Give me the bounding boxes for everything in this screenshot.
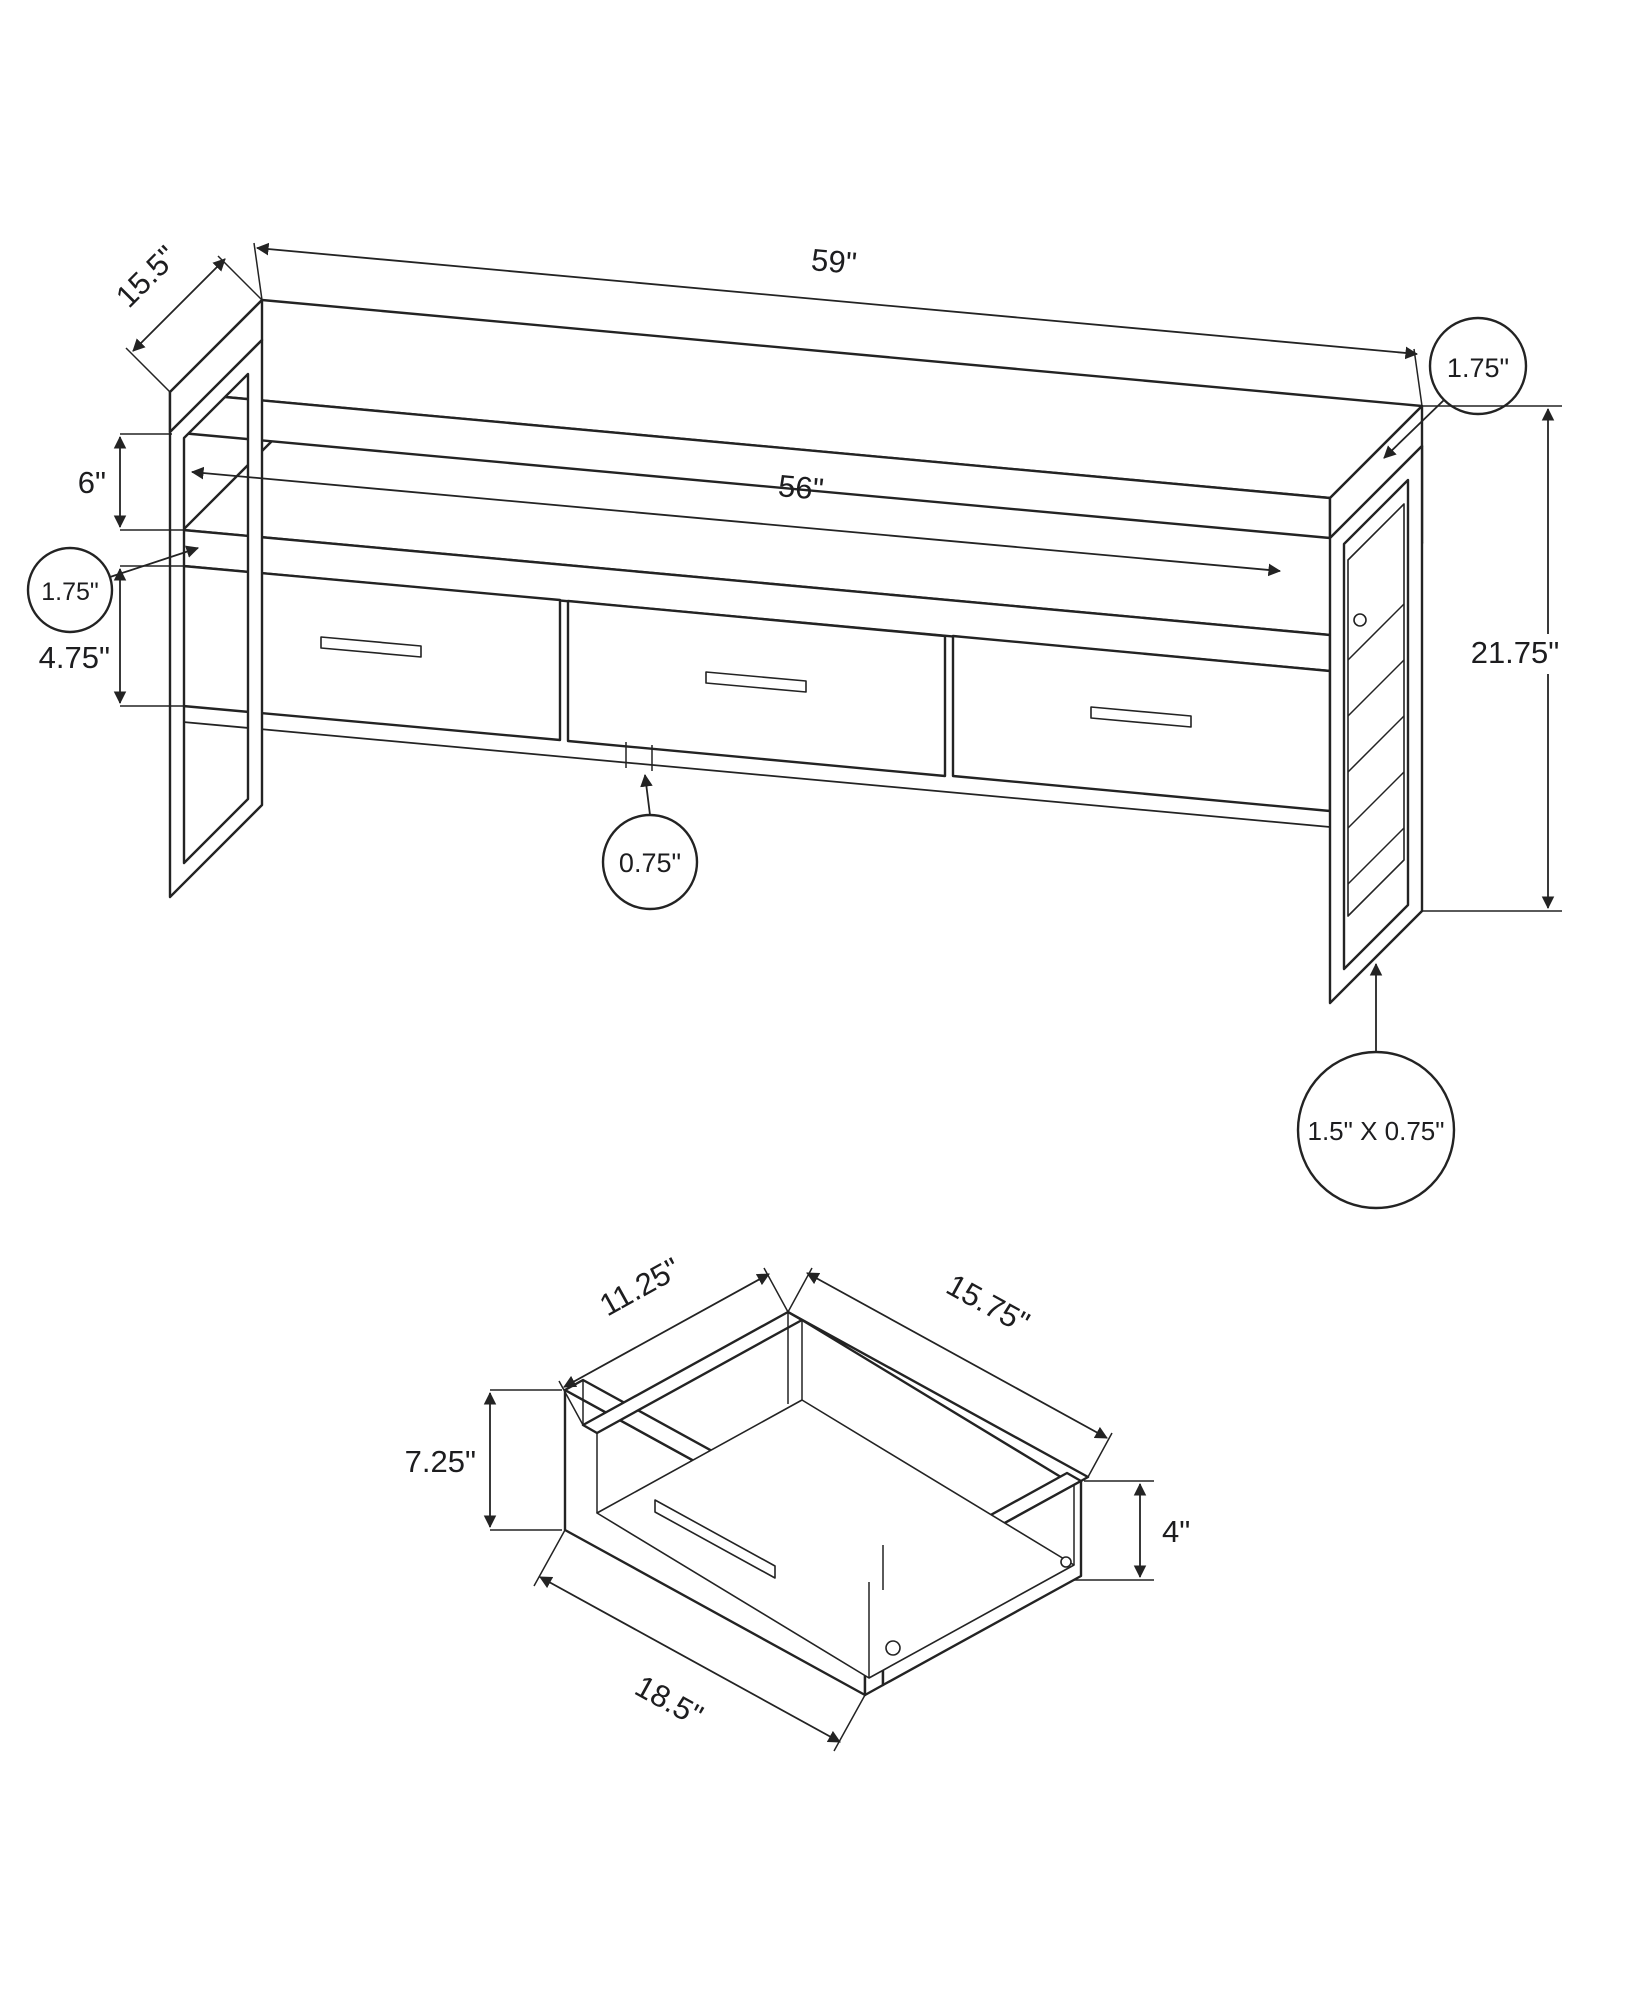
- drawer-inner-width-label: 15.75": [941, 1267, 1035, 1340]
- drawer-front-2: [566, 599, 947, 778]
- dim-open-shelf-height: 6": [78, 433, 184, 531]
- dim-leg-profile: 1.5" X 0.75": [1296, 962, 1456, 1210]
- drawer-detail-diagram: 11.25" 15.75" 7.25" 4" 18.5": [405, 1251, 1190, 1752]
- right-end-panel: [1347, 503, 1405, 917]
- open-shelf-height-label: 6": [78, 465, 106, 500]
- dim-drawer-back-height: 4": [1073, 1480, 1190, 1581]
- shelf-thickness-callout: [26, 546, 114, 634]
- width-label: 59": [810, 242, 858, 281]
- leg-profile-label: 1.5" X 0.75": [1308, 1116, 1445, 1146]
- dim-drawer-face-height: 4.75": [39, 565, 184, 707]
- right-end-slats: [1347, 603, 1405, 885]
- drawer-cam-lock-front: [885, 1640, 901, 1656]
- dim-shelf-thickness: 1.75": [26, 545, 199, 634]
- overall-height-label: 21.75": [1471, 635, 1560, 670]
- top-thickness-callout: [1428, 316, 1528, 416]
- dim-inner-width: 56": [190, 466, 1282, 577]
- dim-drawer-front-height: 7.25": [405, 1389, 562, 1531]
- dim-bottom-gap: 0.75": [601, 773, 699, 911]
- inner-width-label: 56": [777, 468, 825, 507]
- cabinet-bottom-edge: [182, 721, 1331, 828]
- drawer-face-height-label: 4.75": [39, 640, 110, 675]
- drawer-inner-depth-label: 11.25": [594, 1251, 686, 1323]
- dim-overall-height: 21.75": [1422, 405, 1582, 912]
- leg-profile-callout: [1296, 1050, 1456, 1210]
- dim-top-thickness: 1.75": [1383, 316, 1528, 459]
- right-end-hole: [1353, 613, 1367, 627]
- depth-label: 15.5": [109, 239, 184, 314]
- drawer-front-height-label: 7.25": [405, 1444, 476, 1479]
- drawer-front-width-label: 18.5": [629, 1668, 708, 1733]
- drawer-cam-lock-back: [1060, 1556, 1072, 1568]
- dim-width: 59": [253, 242, 1423, 407]
- bottom-gap-label: 0.75": [619, 848, 681, 878]
- drawer-back-height-label: 4": [1162, 1514, 1190, 1549]
- tv-stand-diagram: 15.5" 59" 1.75" 6" 56" 1.75": [26, 239, 1582, 1210]
- left-leg-frame: [168, 338, 264, 899]
- drawer-handle-3: [1090, 706, 1192, 728]
- drawer-interior-edges: [582, 1312, 1075, 1678]
- shelf-thickness-label: 1.75": [41, 578, 99, 606]
- bottom-gap-callout: [601, 813, 699, 911]
- drawer-handle-1: [320, 636, 422, 658]
- drawer-handle-2: [705, 671, 807, 693]
- drawer-left-wall-top: [581, 1310, 804, 1435]
- bottom-gap-ticks: [625, 742, 653, 771]
- top-thickness-label: 1.75": [1447, 353, 1509, 383]
